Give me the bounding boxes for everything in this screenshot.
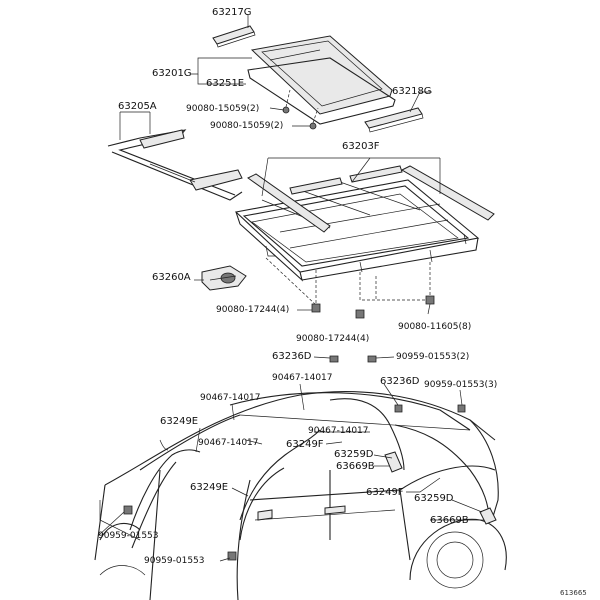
- label-63205A: 63205A: [118, 101, 157, 112]
- figure-code: 613665: [560, 589, 587, 597]
- leader-lines: [97, 14, 484, 562]
- label-63260A: 63260A: [152, 272, 191, 283]
- part-63251E-weatherstrip: [247, 57, 396, 125]
- label-63249E-b: 63249E: [190, 482, 229, 493]
- label-63259D-a: 63259D: [334, 449, 374, 460]
- drain-hoses: [123, 355, 497, 561]
- label-63669B-a: 63669B: [336, 461, 375, 472]
- label-63249F-a: 63249F: [286, 439, 324, 450]
- label-90080-17244-b: 90080-17244(4): [296, 334, 370, 344]
- label-63251E: 63251E: [206, 78, 245, 89]
- label-90080-11605: 90080-11605(8): [398, 322, 472, 332]
- label-63201G: 63201G: [152, 68, 192, 79]
- bolts-frame: [265, 257, 435, 319]
- label-63217G: 63217G: [212, 7, 252, 18]
- label-63249E-a: 63249E: [160, 416, 199, 427]
- part-63205A-cable: [107, 129, 243, 201]
- label-63236D-a: 63236D: [272, 351, 312, 362]
- label-63203F: 63203F: [342, 141, 380, 152]
- label-90959-01553-d: 90959-01553: [144, 556, 205, 566]
- label-90467-14017-b: 90467-14017: [200, 393, 261, 403]
- label-90959-01553-a: 90959-01553(2): [396, 352, 470, 362]
- label-63669B-b: 63669B: [430, 515, 469, 526]
- label-90467-14017-a: 90467-14017: [272, 373, 333, 383]
- label-90467-14017-d: 90467-14017: [198, 438, 259, 448]
- label-90080-17244-a: 90080-17244(4): [216, 305, 290, 315]
- part-63203F-frame: [234, 165, 495, 282]
- label-63236D-b: 63236D: [380, 376, 420, 387]
- label-63218G: 63218G: [392, 86, 432, 97]
- label-63259D-b: 63259D: [414, 493, 454, 504]
- label-90959-01553-b: 90959-01553(3): [424, 380, 498, 390]
- part-63217G-strip: [212, 25, 256, 48]
- label-90467-14017-c: 90467-14017: [308, 426, 369, 436]
- part-63201G-glass: [250, 35, 393, 115]
- label-90959-01553-c: 90959-01553: [98, 531, 159, 541]
- part-63260A-motor: [201, 265, 247, 291]
- part-63218G-strip: [364, 107, 424, 133]
- label-90080-15059-a: 90080-15059(2): [186, 104, 260, 114]
- label-63249F-b: 63249F: [366, 487, 404, 498]
- label-90080-15059-b: 90080-15059(2): [210, 121, 284, 131]
- screws-90080-15059: [282, 89, 319, 130]
